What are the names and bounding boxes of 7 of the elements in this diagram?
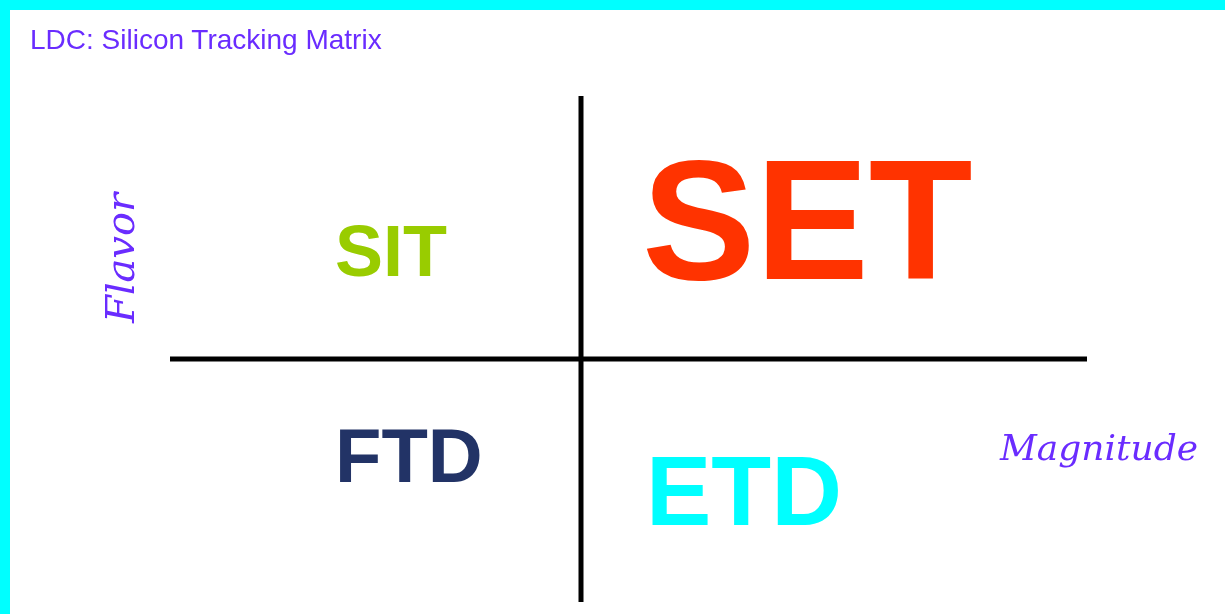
axis-label: Flavor xyxy=(100,192,141,324)
title: LDC: Silicon Tracking Matrix xyxy=(30,26,382,54)
quadrant-label: FTD xyxy=(335,418,483,494)
quadrant-label: SET xyxy=(642,135,973,305)
quadrant-label: ETD xyxy=(646,442,842,540)
axis-label: Magnitude xyxy=(1000,430,1199,466)
quadrant-label: SIT xyxy=(335,215,447,287)
